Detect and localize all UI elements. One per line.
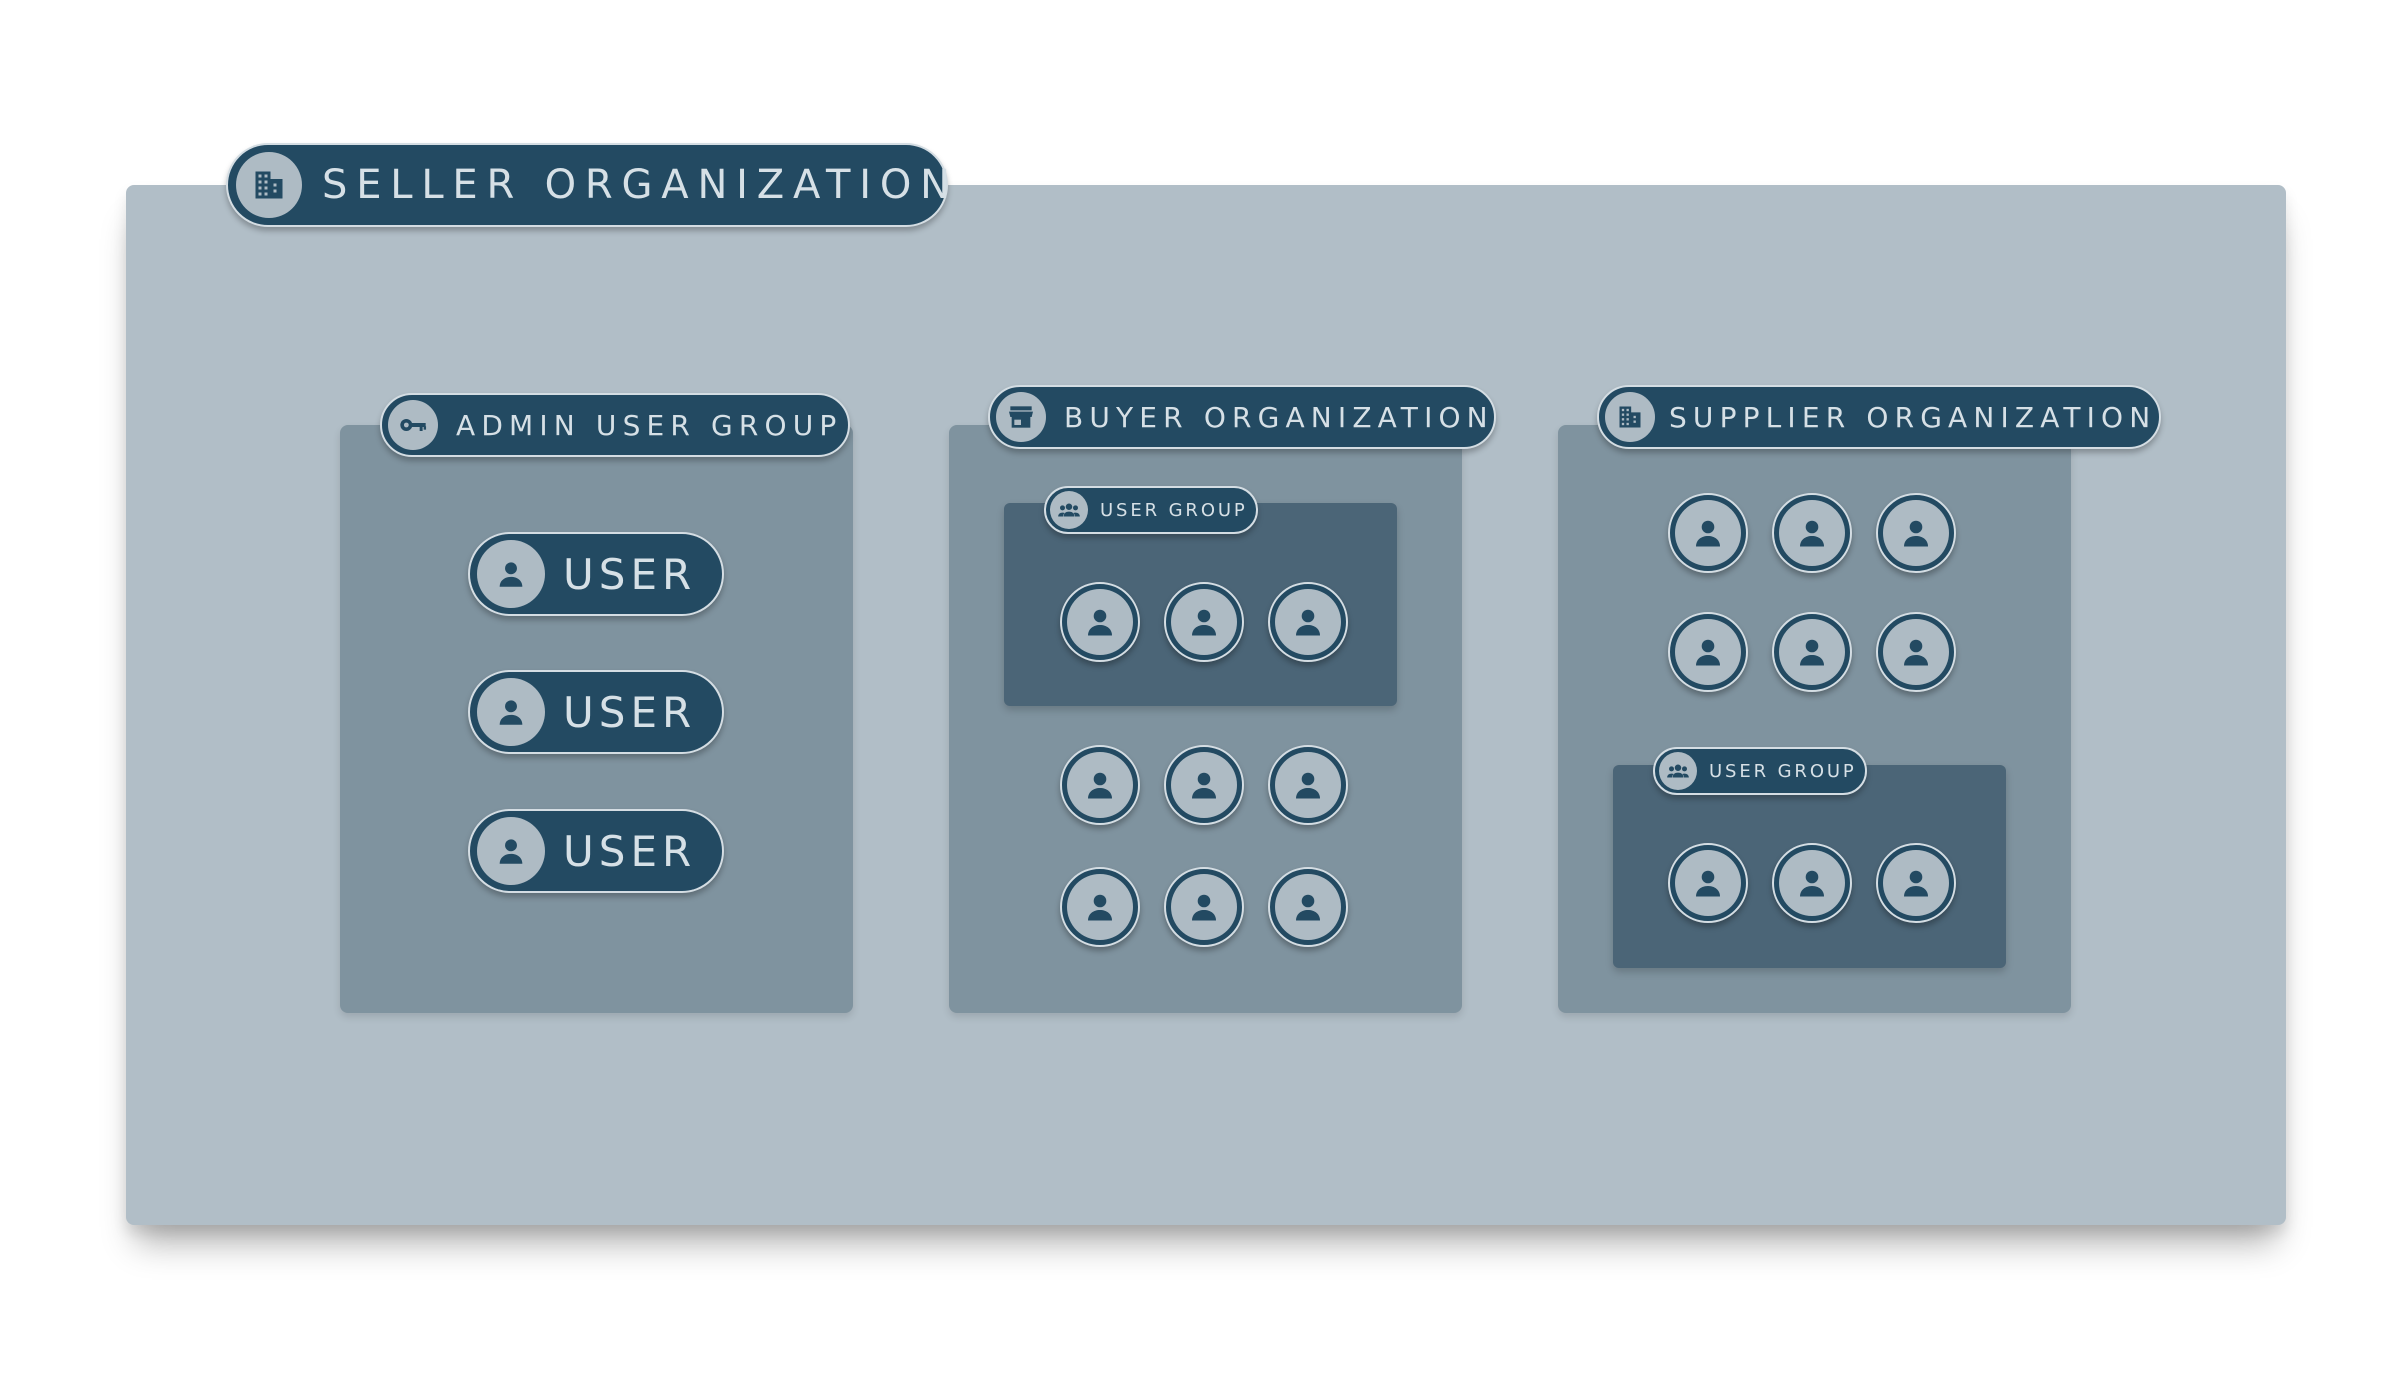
user-icon [1171,589,1237,655]
user-icon [1171,752,1237,818]
user-icon [477,817,545,885]
supplier-user-group-label: USER GROUP [1653,747,1867,795]
group-icon [1050,491,1088,529]
supplier-organization-label: SUPPLIER ORGANIZATION [1597,385,2161,449]
admin-user-pill: USER [468,532,724,616]
user-icon [1779,619,1845,685]
admin-user-label: USER [563,687,697,737]
user-icon [1779,500,1845,566]
user-token [1060,745,1140,825]
buyer-user-group-label: USER GROUP [1044,486,1258,534]
user-token [1268,745,1348,825]
user-icon [1067,589,1133,655]
user-icon [1883,850,1949,916]
user-token [1164,745,1244,825]
user-token [1772,493,1852,573]
user-token [1876,493,1956,573]
user-icon [477,540,545,608]
user-icon [1067,752,1133,818]
user-icon [1883,500,1949,566]
user-icon [1675,500,1741,566]
building-icon [236,152,302,218]
user-icon [1883,619,1949,685]
group-icon [1659,752,1697,790]
user-token [1772,612,1852,692]
user-token [1164,582,1244,662]
user-icon [1275,752,1341,818]
admin-user-label: USER [563,549,697,599]
user-icon [1067,874,1133,940]
user-icon [1275,589,1341,655]
admin-user-label: USER [563,826,697,876]
user-token [1668,843,1748,923]
user-token [1060,867,1140,947]
admin-user-group-label: ADMIN USER GROUP [380,393,850,457]
user-token [1668,493,1748,573]
user-token [1268,867,1348,947]
seller-organization-title: SELLER ORGANIZATION [322,162,959,208]
supplier-organization-title: SUPPLIER ORGANIZATION [1669,400,2157,434]
user-token [1772,843,1852,923]
user-icon [1779,850,1845,916]
user-token [1876,612,1956,692]
user-icon [1275,874,1341,940]
user-icon [1171,874,1237,940]
buyer-user-group-title: USER GROUP [1100,499,1248,521]
seller-organization-label: SELLER ORGANIZATION [226,143,950,227]
user-token [1060,582,1140,662]
supplier-user-group-title: USER GROUP [1709,760,1857,782]
user-icon [1675,619,1741,685]
user-token [1876,843,1956,923]
building-icon [1605,392,1655,442]
user-token [1268,582,1348,662]
admin-user-pill: USER [468,670,724,754]
buyer-organization-label: BUYER ORGANIZATION [988,385,1496,449]
user-token [1164,867,1244,947]
admin-user-pill: USER [468,809,724,893]
storefront-icon [996,392,1046,442]
user-token [1668,612,1748,692]
admin-user-group-title: ADMIN USER GROUP [456,408,843,442]
user-icon [1675,850,1741,916]
buyer-organization-title: BUYER ORGANIZATION [1064,400,1494,434]
user-icon [477,678,545,746]
key-icon [388,400,438,450]
